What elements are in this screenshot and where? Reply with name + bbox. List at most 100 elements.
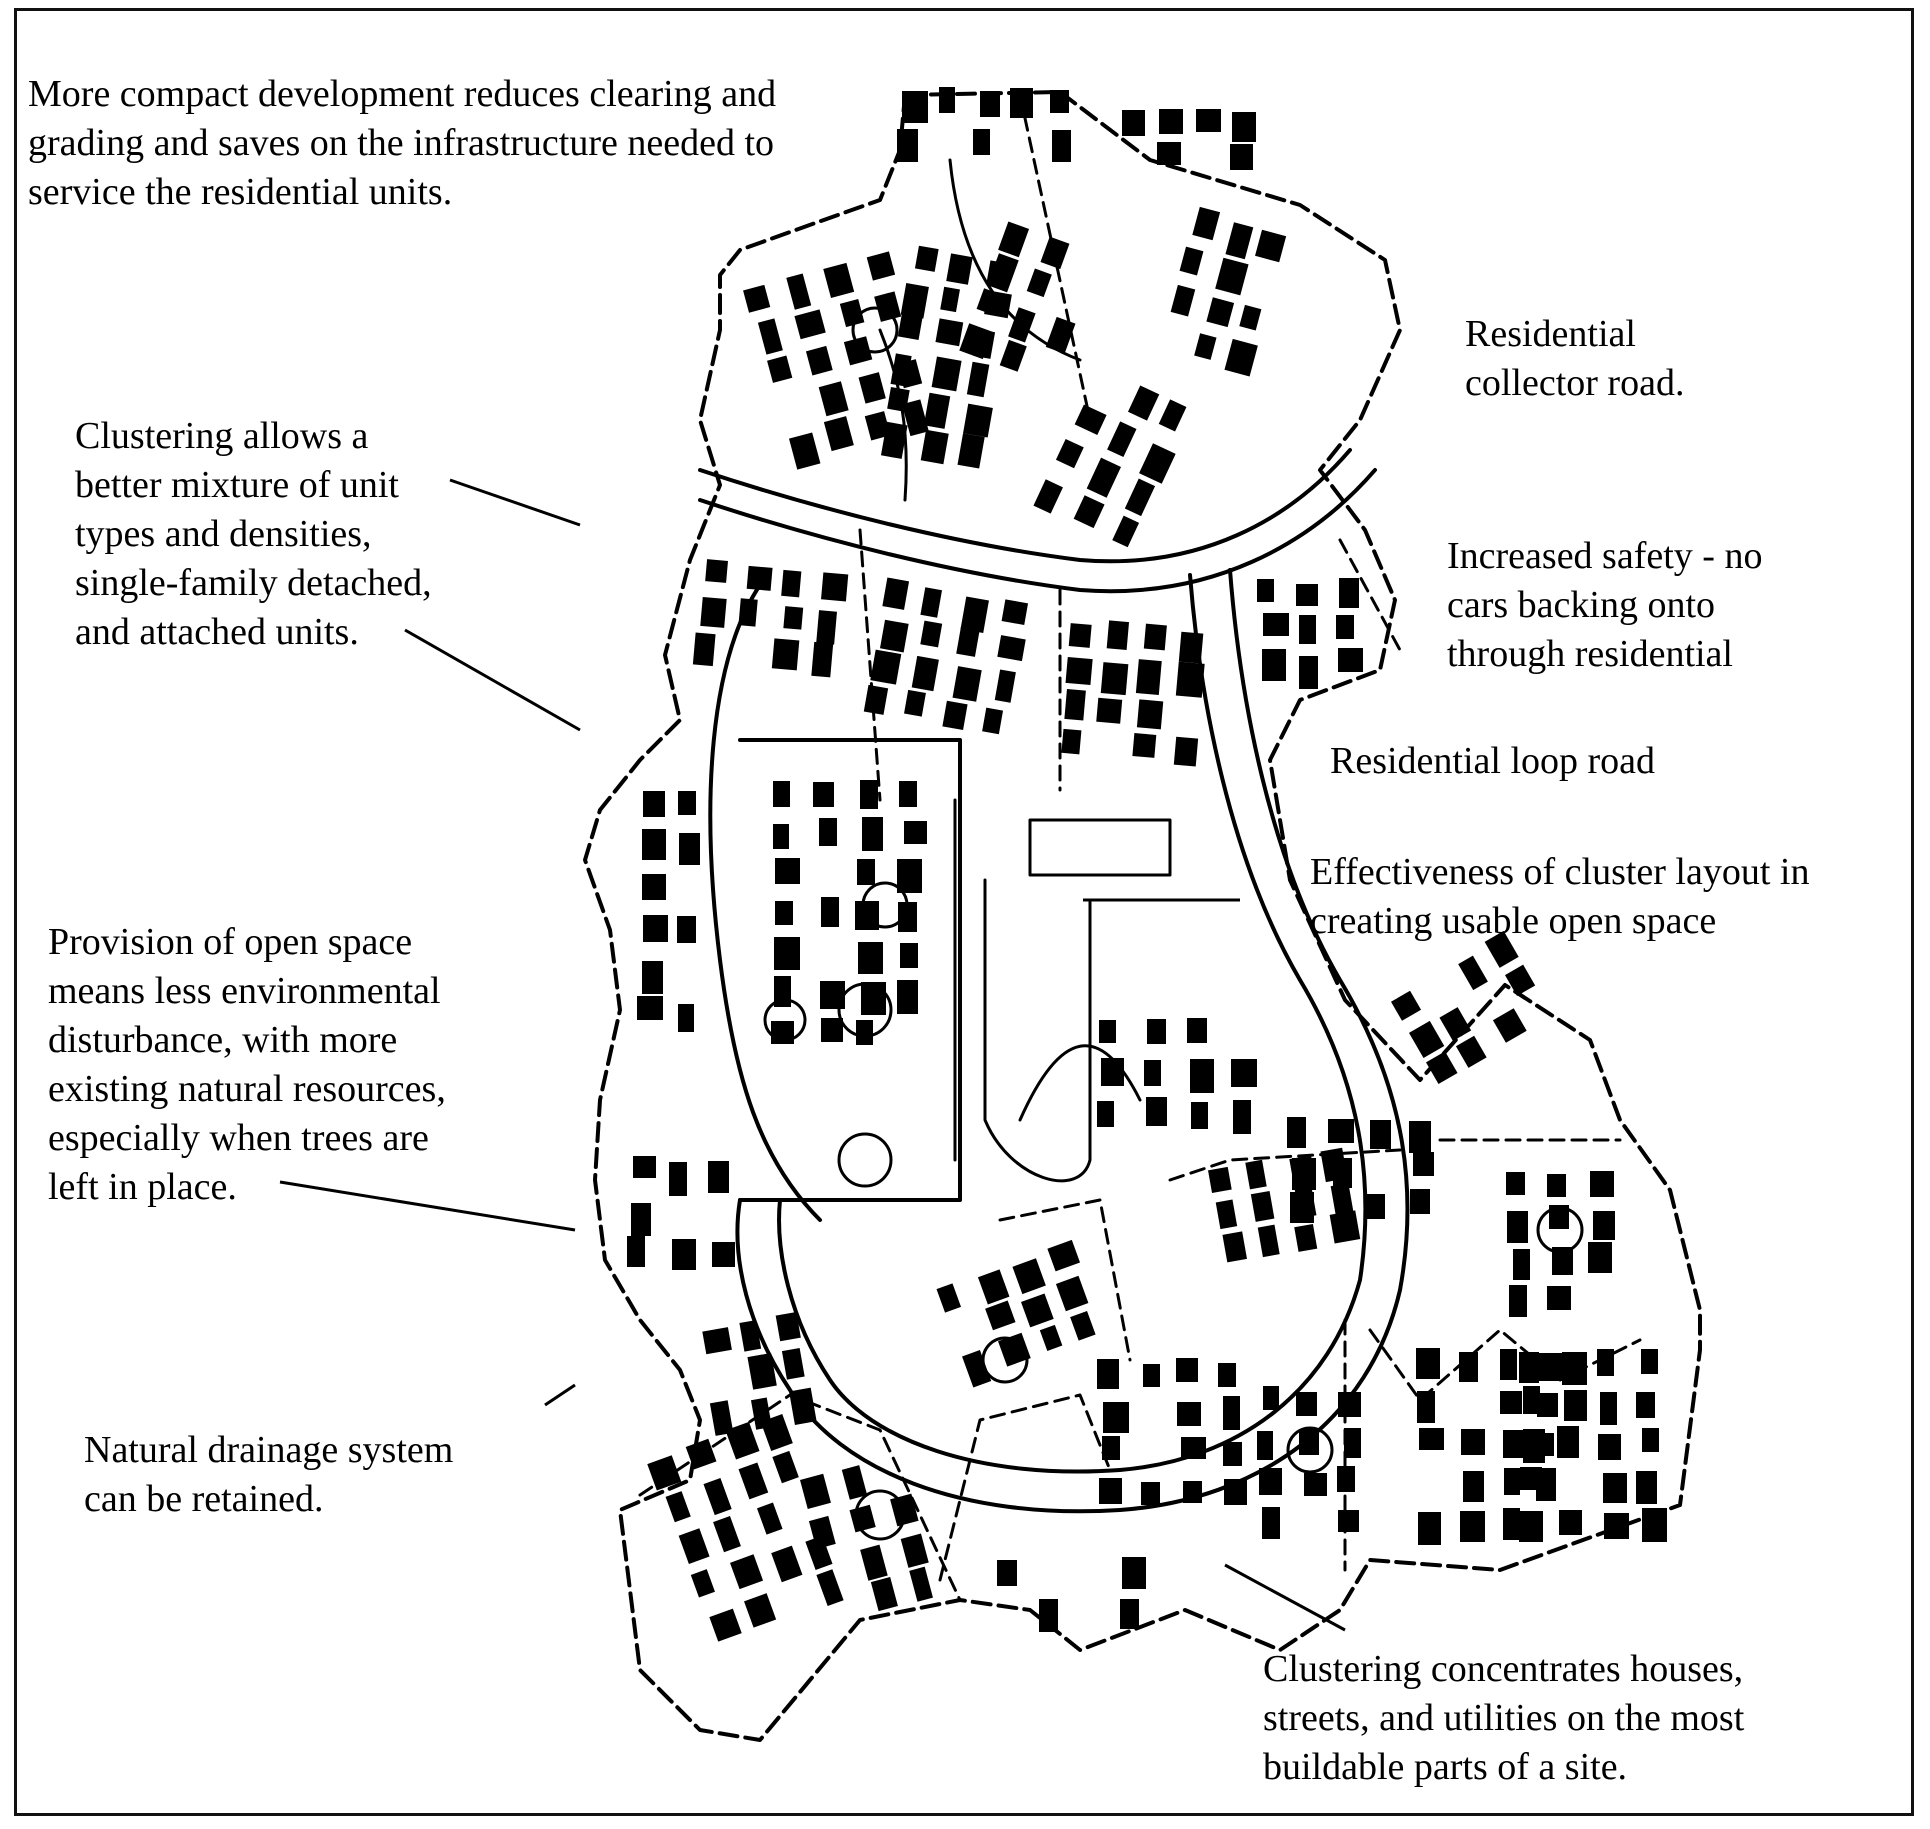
house-cluster: [1391, 930, 1536, 1085]
house-footprint: [1177, 1402, 1201, 1426]
house-footprint: [1070, 1310, 1096, 1341]
house-cluster: [936, 1239, 1096, 1388]
annotation-line: service the residential units.: [28, 171, 453, 213]
house-footprint: [1141, 1482, 1160, 1505]
house-footprint: [977, 1269, 1010, 1305]
annotation-line: means less environmental: [48, 970, 441, 1012]
house-footprint: [1136, 699, 1164, 730]
house-footprint: [771, 1545, 803, 1583]
house-footprint: [1523, 1429, 1545, 1463]
house-footprint: [767, 355, 793, 383]
house-footprint: [1103, 1402, 1129, 1433]
house-footprint: [760, 1413, 793, 1451]
house-footprint: [1642, 1508, 1667, 1542]
house-footprint: [1328, 1119, 1354, 1143]
house-footprint: [1370, 1120, 1391, 1149]
house-footprint: [789, 1387, 817, 1425]
house-footprint: [1549, 1205, 1569, 1229]
house-footprint: [665, 1491, 691, 1523]
house-footprint: [1259, 1468, 1282, 1495]
annotation-line: streets, and utilities on the most: [1263, 1697, 1745, 1739]
house-footprint: [642, 874, 666, 900]
house-footprint: [1299, 656, 1318, 689]
house-footprint: [999, 339, 1027, 372]
house-footprint: [813, 782, 834, 807]
house-footprint: [1157, 142, 1181, 165]
house-footprint: [805, 345, 833, 376]
house-footprint: [1304, 1473, 1327, 1496]
house-footprint: [679, 833, 700, 865]
house-footprint: [942, 700, 968, 730]
house-footprint: [1065, 656, 1093, 686]
house-cluster: [1097, 1358, 1247, 1505]
house-footprint: [1547, 1286, 1571, 1310]
house-cluster: [1122, 109, 1256, 170]
house-footprint: [1127, 385, 1160, 421]
house-footprint: [1597, 1349, 1614, 1376]
house-footprint: [1143, 1364, 1160, 1387]
house-footprint: [738, 1462, 769, 1500]
house-footprint: [1144, 1060, 1161, 1086]
house-footprint: [1147, 1019, 1166, 1044]
house-footprint: [669, 1162, 687, 1196]
annotation-compact-development: More compact development reduces clearin…: [28, 70, 776, 217]
house-footprint: [1337, 1466, 1355, 1492]
house-footprint: [1604, 1513, 1629, 1539]
house-footprint: [861, 982, 886, 1015]
house-footprint: [747, 1353, 777, 1390]
house-footprint: [1506, 1172, 1525, 1195]
house-footprint: [1287, 1117, 1306, 1148]
house-footprint: [1257, 579, 1274, 602]
house-footprint: [783, 606, 804, 630]
house-footprint: [775, 858, 800, 884]
house-footprint: [899, 781, 917, 807]
house-footprint: [860, 1544, 888, 1581]
house-footprint: [1224, 1479, 1247, 1505]
house-footprint: [781, 569, 802, 598]
house-footprint: [1223, 1396, 1240, 1430]
house-footprint: [1590, 1171, 1614, 1197]
annotation-line: Natural drainage system: [84, 1429, 454, 1471]
house-footprint: [678, 1528, 710, 1564]
house-cluster: [897, 87, 1071, 162]
house-footprint: [1159, 109, 1183, 134]
house-cluster: [743, 251, 929, 470]
house-footprint: [1636, 1392, 1655, 1418]
house-footprint: [1039, 1324, 1063, 1351]
house-footprint: [863, 684, 889, 715]
house-footprint: [1050, 90, 1069, 113]
house-footprint: [1329, 1210, 1361, 1244]
house-footprint: [870, 1576, 898, 1612]
house-footprint: [1192, 206, 1221, 241]
house-footprint: [1255, 229, 1287, 263]
house-footprint: [1537, 1353, 1563, 1381]
leader-clustering-attached: [404, 628, 581, 732]
house-footprint: [860, 780, 878, 809]
house-footprint: [855, 901, 879, 930]
house-footprint: [771, 1021, 794, 1044]
house-footprint: [1523, 1386, 1540, 1414]
house-footprint: [1257, 1224, 1280, 1258]
house-footprint: [1175, 661, 1205, 698]
house-footprint: [705, 559, 728, 583]
house-footprint: [1504, 964, 1536, 996]
house-footprint: [862, 817, 883, 851]
house-cluster: [627, 1156, 735, 1270]
house-footprint: [685, 1438, 717, 1470]
house-footprint: [1033, 479, 1063, 514]
house-footprint: [1233, 1100, 1251, 1134]
house-footprint: [1641, 1349, 1658, 1374]
house-footprint: [823, 262, 855, 299]
house-footprint: [821, 897, 839, 927]
house-footprint: [1097, 1101, 1114, 1127]
house-footprint: [1194, 333, 1217, 360]
house-cluster: [1097, 1018, 1257, 1134]
house-footprint: [637, 996, 663, 1020]
house-footprint: [1564, 1390, 1587, 1421]
house-footprint: [1001, 599, 1029, 625]
house-footprint: [920, 620, 943, 648]
house-footprint: [1139, 443, 1176, 484]
house-footprint: [902, 91, 928, 123]
house-footprint: [781, 1347, 805, 1380]
house-cluster: [1061, 620, 1205, 767]
